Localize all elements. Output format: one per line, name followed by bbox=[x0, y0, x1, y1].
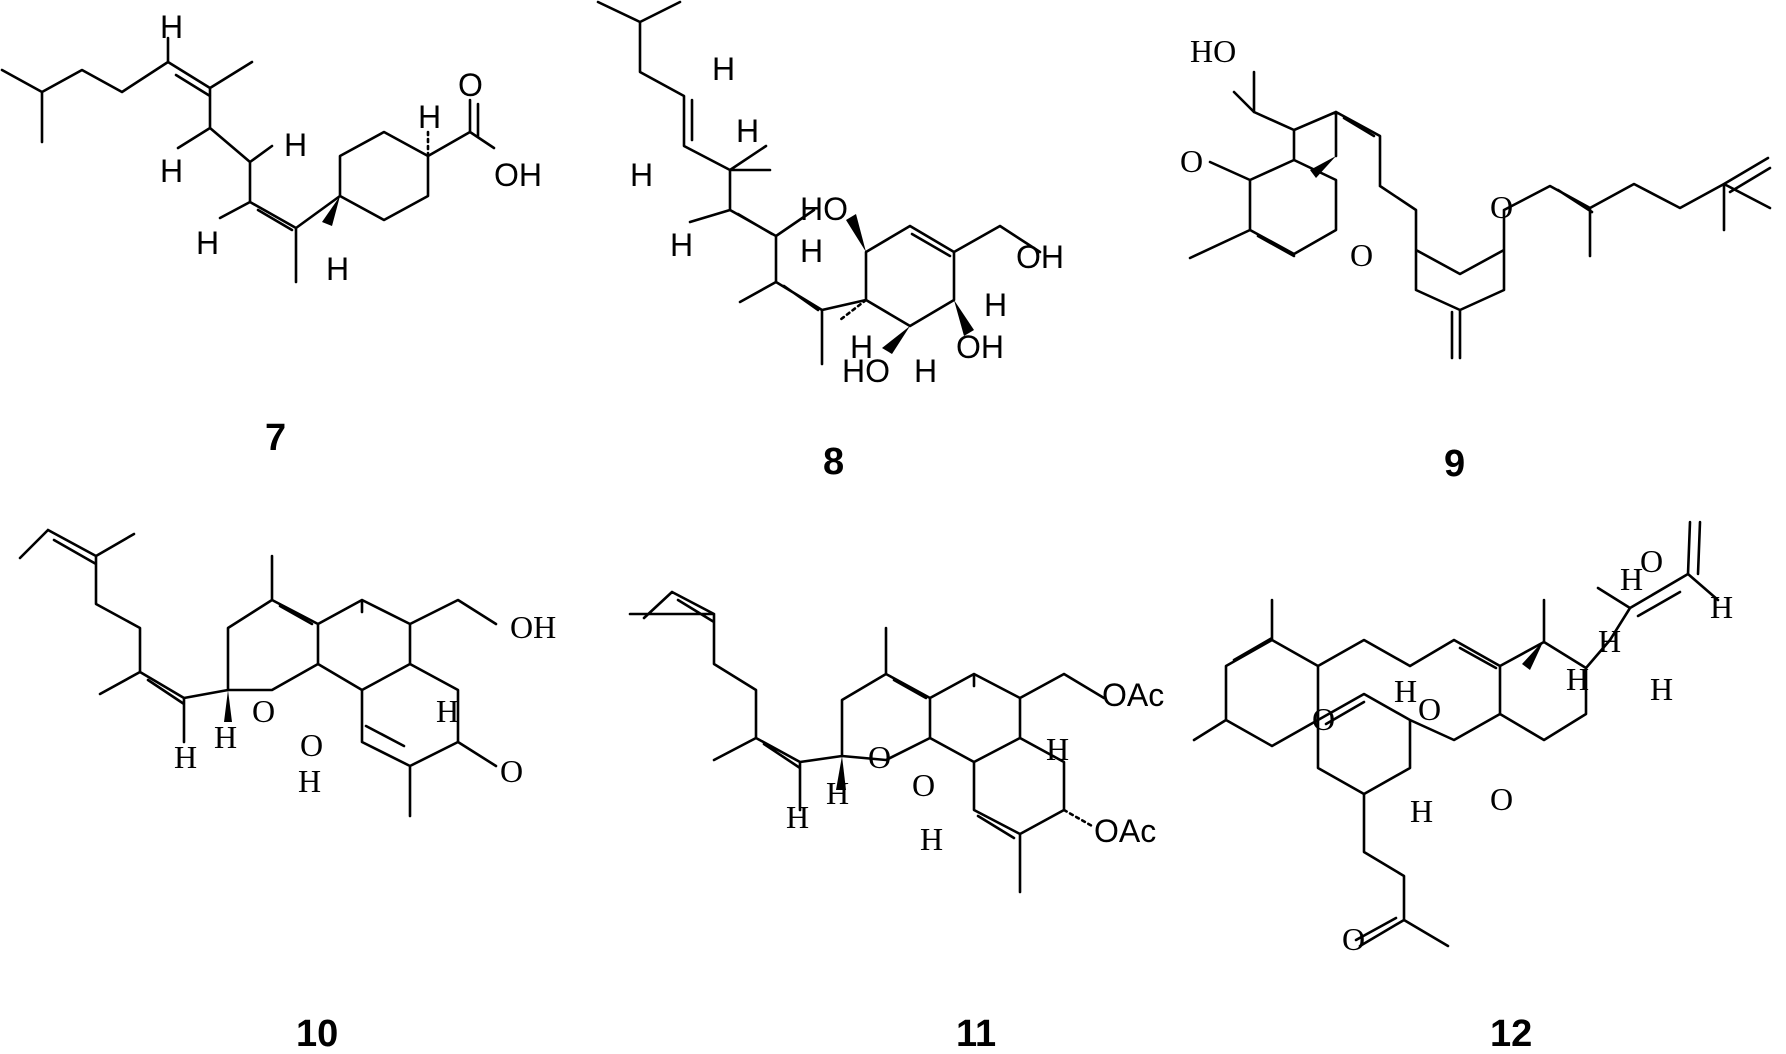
atom-label-h: H bbox=[800, 233, 823, 269]
atom-label-h: H bbox=[786, 799, 809, 835]
atom-label-h: H bbox=[1566, 661, 1589, 697]
atom-label-o: O bbox=[1180, 143, 1203, 179]
atom-label-o: O bbox=[500, 753, 523, 789]
atom-label-h: H bbox=[326, 251, 349, 287]
compound-11-skeleton bbox=[628, 590, 1106, 894]
compound-7-skeleton bbox=[0, 36, 342, 284]
atom-label-o: O bbox=[868, 739, 891, 775]
atom-label-h: H bbox=[914, 353, 937, 389]
atom-label-o: O bbox=[1640, 543, 1663, 579]
atom-label-h: H bbox=[1046, 731, 1069, 767]
atom-label-oac: OAc bbox=[1102, 677, 1164, 713]
compound-9: HO O O O 9 bbox=[1180, 33, 1772, 485]
atom-label-h: H bbox=[298, 763, 321, 799]
atom-label-oh: OH bbox=[494, 157, 542, 193]
atom-label-h: H bbox=[984, 287, 1007, 323]
atom-label-h: H bbox=[826, 775, 849, 811]
wedge-bond bbox=[846, 214, 866, 252]
atom-label-ho: HO bbox=[1190, 33, 1236, 69]
atom-label-o: O bbox=[1342, 921, 1365, 957]
atom-label-h: H bbox=[1710, 589, 1733, 625]
wedge-bond bbox=[322, 196, 340, 226]
compound-number: 7 bbox=[265, 417, 286, 459]
wedge-bond bbox=[836, 756, 846, 790]
atom-label-h: H bbox=[214, 719, 237, 755]
atom-label-oac: OAc bbox=[1094, 813, 1156, 849]
atom-label-h: H bbox=[436, 693, 459, 729]
atom-label-h: H bbox=[1410, 793, 1433, 829]
atom-label-h: H bbox=[630, 157, 653, 193]
atom-label-h: H bbox=[850, 329, 873, 365]
atom-label-ho: HO bbox=[842, 353, 890, 389]
wedge-bond bbox=[1522, 640, 1544, 670]
atom-label-o: O bbox=[458, 67, 483, 103]
compound-7: O OH H H H H H H 7 bbox=[0, 9, 542, 459]
atom-label-o: O bbox=[1490, 781, 1513, 817]
wedge-bond bbox=[1310, 156, 1336, 178]
compound-9-skeleton bbox=[1188, 70, 1772, 360]
atom-label-o: O bbox=[300, 727, 323, 763]
compound-10: OH O O O H H H H 10 bbox=[18, 528, 556, 1054]
atom-label-h: H bbox=[1598, 623, 1621, 659]
atom-label-h: H bbox=[712, 51, 735, 87]
atom-label-oh: OH bbox=[1016, 239, 1064, 275]
atom-label-o: O bbox=[252, 693, 275, 729]
wedge-bond bbox=[224, 690, 232, 722]
atom-label-h: H bbox=[736, 113, 759, 149]
atom-label-o: O bbox=[912, 767, 935, 803]
compound-number: 10 bbox=[296, 1013, 338, 1054]
compound-12-skeleton bbox=[1192, 520, 1720, 796]
atom-label-h: H bbox=[1394, 673, 1417, 709]
atom-label-oh: OH bbox=[956, 329, 1004, 365]
compound-number: 12 bbox=[1490, 1013, 1532, 1054]
compound-10-skeleton bbox=[18, 528, 498, 818]
atom-label-h: H bbox=[670, 227, 693, 263]
atom-label-h: H bbox=[160, 153, 183, 189]
atom-label-h: H bbox=[1650, 671, 1673, 707]
compound-12: O O O O O H H H H H H H 12 bbox=[1192, 520, 1733, 1054]
atom-label-o: O bbox=[1350, 237, 1373, 273]
atom-label-oh: OH bbox=[510, 609, 556, 645]
atom-label-h: H bbox=[418, 99, 441, 135]
compound-7-ring bbox=[338, 98, 496, 222]
compound-12-acetate bbox=[1354, 792, 1450, 948]
atom-label-h: H bbox=[174, 739, 197, 775]
compound-number: 8 bbox=[823, 441, 844, 483]
compound-8-skeleton bbox=[596, 0, 868, 366]
compound-8-ring bbox=[864, 224, 1042, 328]
atom-label-h: H bbox=[196, 225, 219, 261]
compound-8: H H H H HO H OH H OH H HO H 8 bbox=[596, 0, 1064, 483]
atom-label-o: O bbox=[1490, 189, 1513, 225]
atom-label-ho: HO bbox=[800, 191, 848, 227]
atom-label-o: O bbox=[1312, 701, 1335, 737]
atom-label-h: H bbox=[160, 9, 183, 45]
atom-label-h: H bbox=[920, 821, 943, 857]
compound-number: 9 bbox=[1444, 443, 1465, 485]
atom-label-o: O bbox=[1418, 691, 1441, 727]
compound-number: 11 bbox=[956, 1013, 996, 1054]
compound-11: OAc OAc O O H H H H 11 bbox=[628, 590, 1164, 1054]
atom-label-h: H bbox=[1620, 561, 1643, 597]
atom-label-h: H bbox=[284, 127, 307, 163]
wedge-bond bbox=[954, 300, 974, 336]
wedge-bond bbox=[882, 326, 910, 354]
